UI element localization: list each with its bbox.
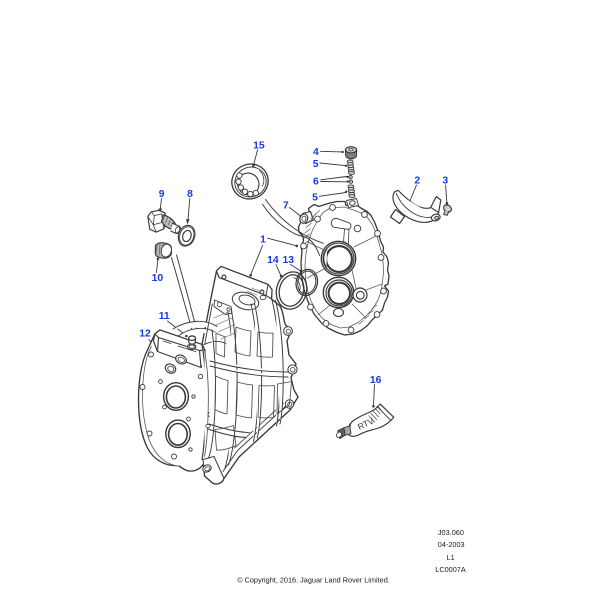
svg-text:11: 11	[159, 311, 170, 322]
svg-text:3: 3	[442, 175, 448, 186]
svg-text:J03.060: J03.060	[438, 528, 464, 537]
svg-text:16: 16	[370, 375, 382, 386]
svg-text:1: 1	[260, 235, 266, 246]
svg-text:4: 4	[313, 147, 319, 158]
svg-text:12: 12	[139, 329, 151, 340]
svg-text:14: 14	[267, 255, 279, 266]
svg-text:13: 13	[283, 255, 295, 266]
svg-text:8: 8	[187, 189, 193, 200]
svg-text:2: 2	[414, 175, 420, 186]
svg-text:LC0007A: LC0007A	[435, 565, 466, 574]
svg-text:04-2003: 04-2003	[438, 540, 465, 549]
svg-text:L1: L1	[447, 553, 455, 562]
svg-text:6: 6	[313, 176, 319, 187]
svg-text:5: 5	[313, 159, 319, 170]
svg-text:7: 7	[283, 201, 289, 212]
svg-text:5: 5	[312, 192, 318, 203]
svg-text:15: 15	[253, 141, 265, 152]
svg-text:© Copyright, 2016. Jaguar Land: © Copyright, 2016. Jaguar Land Rover Lim…	[237, 576, 390, 585]
svg-text:10: 10	[152, 273, 164, 284]
svg-text:9: 9	[159, 189, 165, 200]
